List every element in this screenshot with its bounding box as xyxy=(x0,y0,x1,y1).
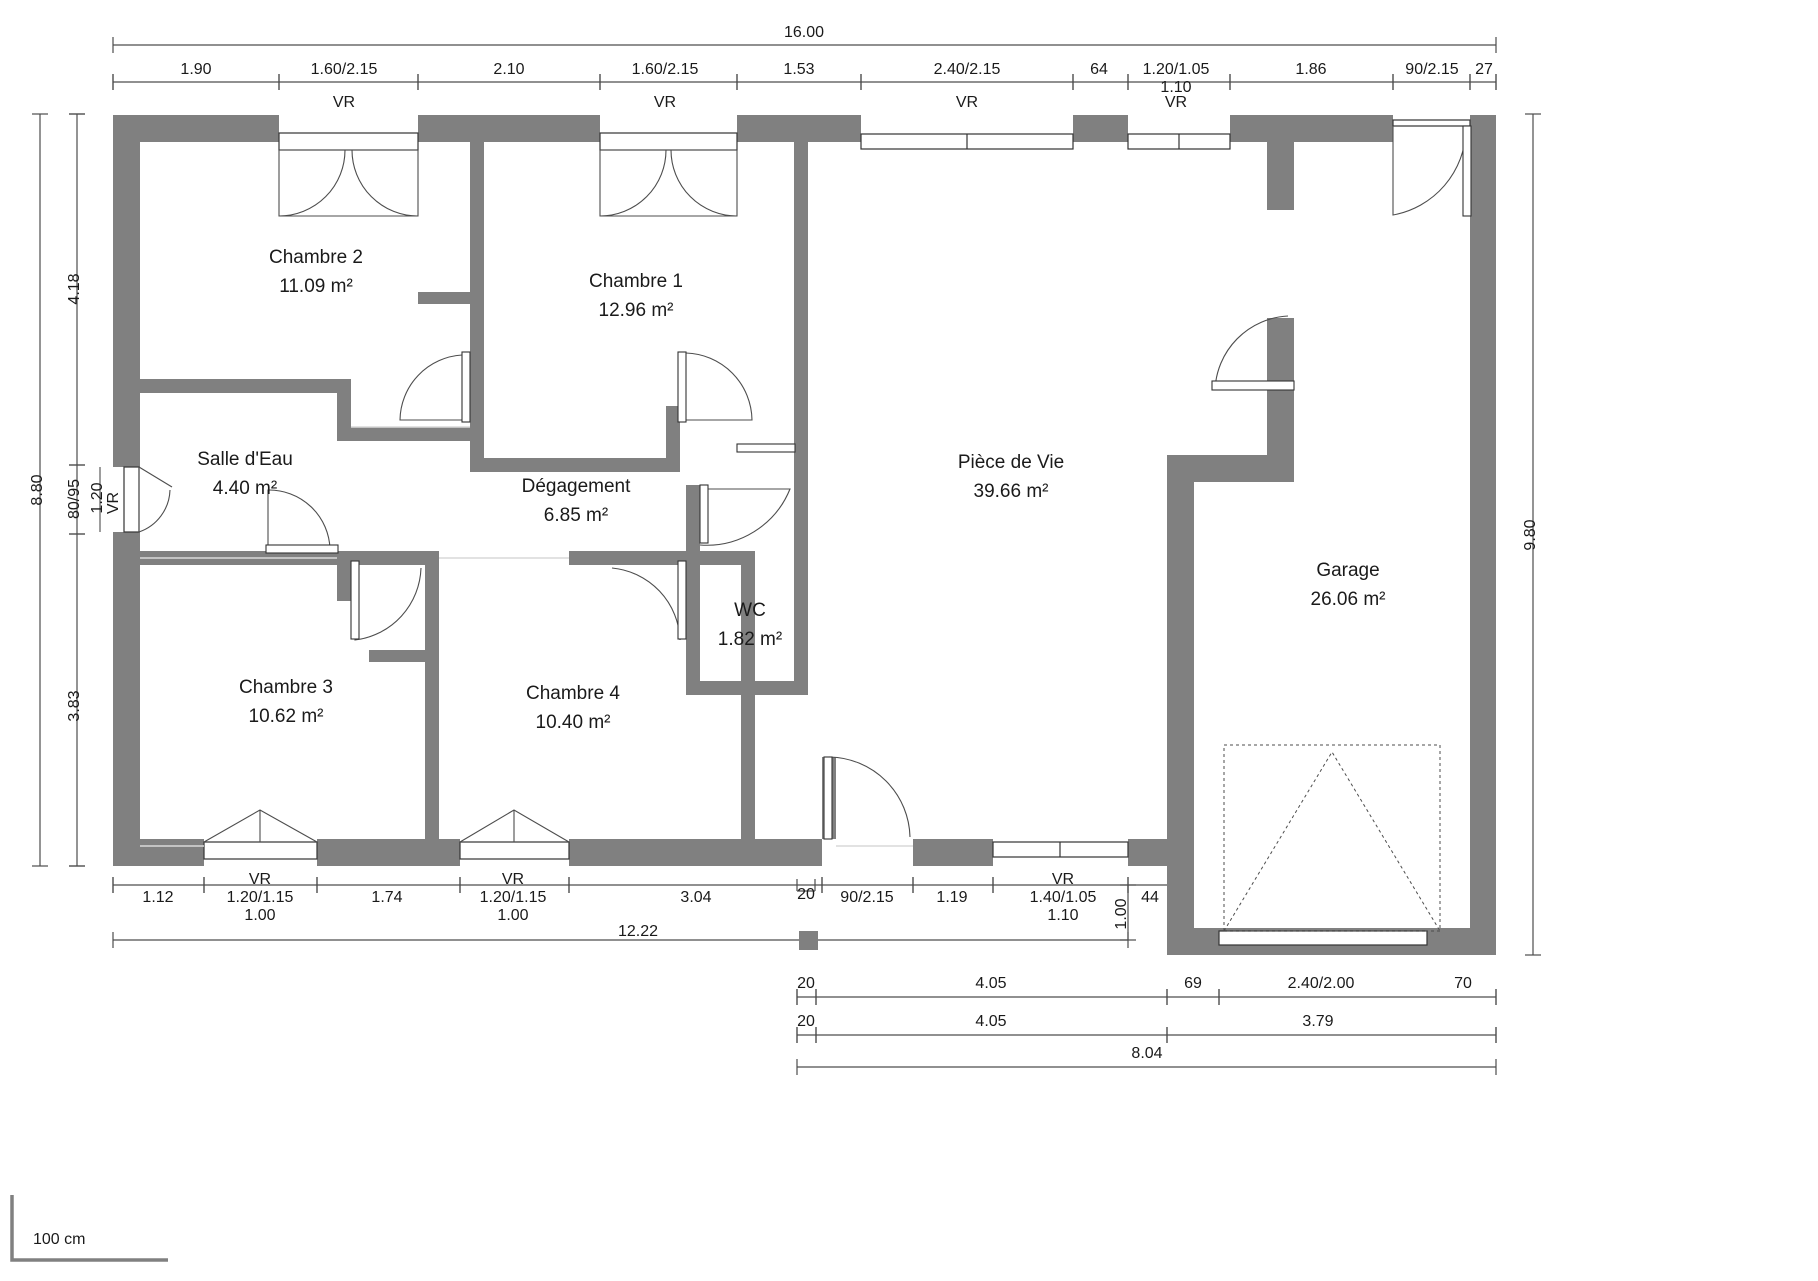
dim-left-2: 80/95 xyxy=(66,478,83,520)
dim-garage-overall: 8.04 xyxy=(1131,1045,1163,1062)
room-label-chambre4: Chambre 4 xyxy=(526,683,620,704)
dim-bottom-overall: 12.22 xyxy=(617,923,659,940)
dim-bottom-vert-small: 1.00 xyxy=(1113,898,1130,930)
dim-garage1-4: 2.40/2.00 xyxy=(1287,975,1355,992)
room-area-piece-de-vie: 39.66 m² xyxy=(973,481,1049,502)
dimension-lines xyxy=(32,37,1541,1075)
dim-bottom-8: 1.19 xyxy=(936,889,968,906)
dim-top-4: 1.60/2.15 xyxy=(631,61,699,78)
room-label-chambre2: Chambre 2 xyxy=(269,247,363,268)
room-area-chambre4: 10.40 m² xyxy=(535,712,611,733)
dim-garage1-2: 4.05 xyxy=(975,975,1007,992)
dim-bottom-9-vr: VR xyxy=(1051,871,1075,888)
scale-bar-label: 100 cm xyxy=(33,1231,86,1248)
dim-garage2-2: 4.05 xyxy=(975,1013,1007,1030)
room-label-garage: Garage xyxy=(1316,560,1380,581)
dim-bottom-6: 20 xyxy=(797,886,815,903)
dim-top-4-vr: VR xyxy=(653,94,677,111)
dim-top-2-vr: VR xyxy=(332,94,356,111)
dim-top-8-sub: 1.10 xyxy=(1160,79,1192,96)
dim-bottom-3: 1.74 xyxy=(371,889,403,906)
room-label-piece-de-vie: Pièce de Vie xyxy=(957,452,1065,473)
room-area-wc: 1.82 m² xyxy=(717,629,783,650)
dim-top-2: 1.60/2.15 xyxy=(310,61,378,78)
room-label-salle-deau: Salle d'Eau xyxy=(197,449,293,470)
dim-bottom-4: 1.20/1.15 xyxy=(479,889,547,906)
room-area-chambre2: 11.09 m² xyxy=(279,276,353,297)
walls xyxy=(113,115,1496,955)
dim-top-3: 2.10 xyxy=(493,61,525,78)
room-label-degagement: Dégagement xyxy=(521,476,631,497)
dim-bottom-5: 3.04 xyxy=(680,889,712,906)
room-area-chambre3: 10.62 m² xyxy=(248,706,324,727)
room-label-wc: WC xyxy=(734,600,766,621)
dim-top-5: 1.53 xyxy=(783,61,815,78)
room-label-chambre3: Chambre 3 xyxy=(239,677,333,698)
dim-garage2-1: 20 xyxy=(797,1013,815,1030)
room-area-degagement: 6.85 m² xyxy=(543,505,609,526)
dim-bottom-2-vr: VR xyxy=(248,871,272,888)
scale-bar xyxy=(10,1195,168,1262)
dim-bottom-9-sub: 1.10 xyxy=(1047,907,1079,924)
dim-bottom-2: 1.20/1.15 xyxy=(226,889,294,906)
dim-bottom-4-vr: VR xyxy=(501,871,525,888)
dim-bottom-4-sub: 1.00 xyxy=(497,907,529,924)
dim-left-overall: 8.80 xyxy=(29,474,46,506)
room-area-chambre1: 12.96 m² xyxy=(598,300,674,321)
dim-left-vr: VR xyxy=(105,491,122,515)
dim-garage1-5: 70 xyxy=(1454,975,1472,992)
dim-left-1: 4.18 xyxy=(66,273,83,305)
dim-garage1-1: 20 xyxy=(797,975,815,992)
room-label-chambre1: Chambre 1 xyxy=(589,271,683,292)
room-area-garage: 26.06 m² xyxy=(1310,589,1386,610)
dim-top-9: 1.86 xyxy=(1295,61,1327,78)
room-area-salle-deau: 4.40 m² xyxy=(212,478,278,499)
dim-bottom-7: 90/2.15 xyxy=(840,889,894,906)
dim-bottom-2-sub: 1.00 xyxy=(244,907,276,924)
dim-top-8-vr: VR xyxy=(1164,94,1188,111)
dim-garage2-3: 3.79 xyxy=(1302,1013,1334,1030)
dim-left-3: 3.83 xyxy=(66,690,83,722)
dim-top-8: 1.20/1.05 xyxy=(1142,61,1210,78)
dim-top-6-vr: VR xyxy=(955,94,979,111)
dim-bottom-10: 44 xyxy=(1141,889,1159,906)
dim-top-6: 2.40/2.15 xyxy=(933,61,1001,78)
dim-garage1-3: 69 xyxy=(1184,975,1202,992)
windows-and-doors xyxy=(123,119,1472,946)
dim-bottom-1: 1.12 xyxy=(142,889,174,906)
dim-bottom-9: 1.40/1.05 xyxy=(1029,889,1097,906)
dim-top-overall: 16.00 xyxy=(783,24,825,41)
dim-top-11: 27 xyxy=(1475,61,1493,78)
dim-right-overall: 9.80 xyxy=(1522,519,1539,551)
dim-top-7: 64 xyxy=(1090,61,1108,78)
dim-top-10: 90/2.15 xyxy=(1405,61,1459,78)
dim-top-1: 1.90 xyxy=(180,61,212,78)
